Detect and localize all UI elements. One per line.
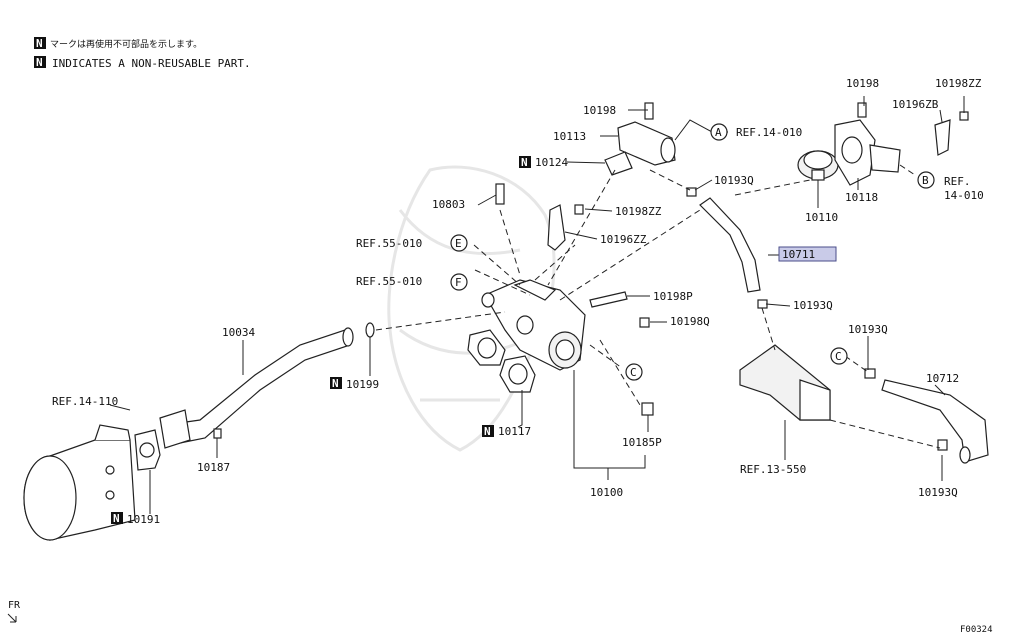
part-labels: 10198 10113 N 10124 10803 10198ZZ 10196Z… [111,77,982,526]
label-10198zz-right: 10198ZZ [935,77,982,90]
gasket-10191 [134,429,161,471]
label-10193q-right: 10193Q [848,323,888,336]
n-symbol: N [332,377,339,390]
bolt-10198p [589,291,628,308]
figure-code: F00324 [960,625,993,635]
ref-55-010-f[interactable]: REF.55-010 [356,275,422,288]
label-10198q: 10198Q [670,315,710,328]
nut-10187 [213,428,222,439]
label-10199: 10199 [346,378,379,391]
label-10193q-top: 10193Q [714,174,754,187]
ref-14-010-b-line2[interactable]: 14-010 [944,189,984,202]
label-10193q-mid: 10193Q [793,299,833,312]
n-symbol-box [482,425,494,437]
label-10034: 10034 [222,326,255,339]
hose-10712 [881,379,989,464]
callout-a: A [715,126,722,139]
label-10185p: 10185P [622,436,662,449]
legend-note-en: INDICATES A NON-REUSABLE PART. [52,57,251,70]
fitting-10113 [617,121,676,166]
ref-14-110[interactable]: REF.14-110 [52,395,118,408]
references: A REF.14-010 B REF. 14-010 REF.55-010 E … [52,123,984,476]
legend-note-jp: マークは再使用不可部品を示します。 [50,38,202,50]
legend: N マークは再使用不可部品を示します。 N INDICATES A NON-RE… [34,37,251,70]
bolt-10198zz-mid [574,204,584,215]
bolt-10198q [639,317,650,328]
dashed-lines [375,164,941,449]
callout-e-circle [450,234,468,252]
ref-14-010-a[interactable]: REF.14-010 [736,126,802,139]
pipe-10034 [159,327,354,449]
sensor-10803 [495,183,505,205]
bolt-10198zz-right [959,111,969,121]
ref-55-010-e[interactable]: REF.55-010 [356,237,422,250]
callout-a-circle [710,123,728,141]
label-10803: 10803 [432,198,465,211]
footer: FR F00324 [7,600,993,635]
ref-14-010-b-line1[interactable]: REF. [944,175,971,188]
n-symbol: N [36,56,43,69]
clamp-10193q-top [686,187,697,197]
cover-10118 [834,119,901,186]
label-10198p: 10198P [653,290,693,303]
gasket-10124 [604,151,633,176]
label-10187: 10187 [197,461,230,474]
callout-c-center-circle [625,363,643,381]
callout-b-circle [917,171,935,189]
n-symbol: N [113,512,120,525]
clamp-10193q-bottom [937,439,948,451]
bolt-10198-right [857,102,867,118]
n-symbol-box [519,156,531,168]
label-10118: 10118 [845,191,878,204]
n-symbol-box [34,37,46,49]
n-symbol: N [36,37,43,50]
label-10193q-bottom: 10193Q [918,486,958,499]
reference-part-13-550 [739,344,831,421]
label-10124: 10124 [535,156,568,169]
hose-10711 [699,197,761,293]
gasket-10117 [467,329,536,393]
label-10196zz: 10196ZZ [600,233,647,246]
n-symbol-box [330,377,342,389]
stud-10185p [641,402,654,416]
callout-f: F [455,276,462,289]
n-symbol: N [484,425,491,438]
bolt-10198-top [644,102,654,120]
label-10198zz-mid: 10198ZZ [615,205,662,218]
label-10712: 10712 [926,372,959,385]
fr-label: FR [8,600,21,611]
label-10198-top: 10198 [583,104,616,117]
callout-b: B [922,174,929,187]
n-symbol: N [521,156,528,169]
label-10100: 10100 [590,486,623,499]
o-ring-10199 [365,322,375,338]
watermark-emblem [387,165,556,452]
label-10117: 10117 [498,425,531,438]
front-arrow-icon [7,613,17,623]
housing-10100 [481,279,586,371]
highlight-10711[interactable] [778,246,837,262]
callout-e: E [455,237,462,250]
callout-c-center: C [630,366,637,379]
bracket-10196zb [934,119,951,156]
label-10711[interactable]: 10711 [782,248,815,261]
label-10110: 10110 [805,211,838,224]
callout-c-right-circle [830,347,848,365]
ref-13-550[interactable]: REF.13-550 [740,463,806,476]
callout-c-right: C [835,350,842,363]
n-symbol-box [111,512,123,524]
label-10196zb: 10196ZB [892,98,939,111]
clamp-10193q-mid [757,299,768,309]
clamp-10193q-right [864,368,876,379]
label-10191: 10191 [127,513,160,526]
bracket-10196zz [547,204,566,251]
thermostat-10110 [797,150,839,181]
callout-f-circle [450,273,468,291]
leader-lines [109,96,965,514]
n-symbol-box [34,56,46,68]
label-10198-right: 10198 [846,77,879,90]
label-10113: 10113 [553,130,586,143]
